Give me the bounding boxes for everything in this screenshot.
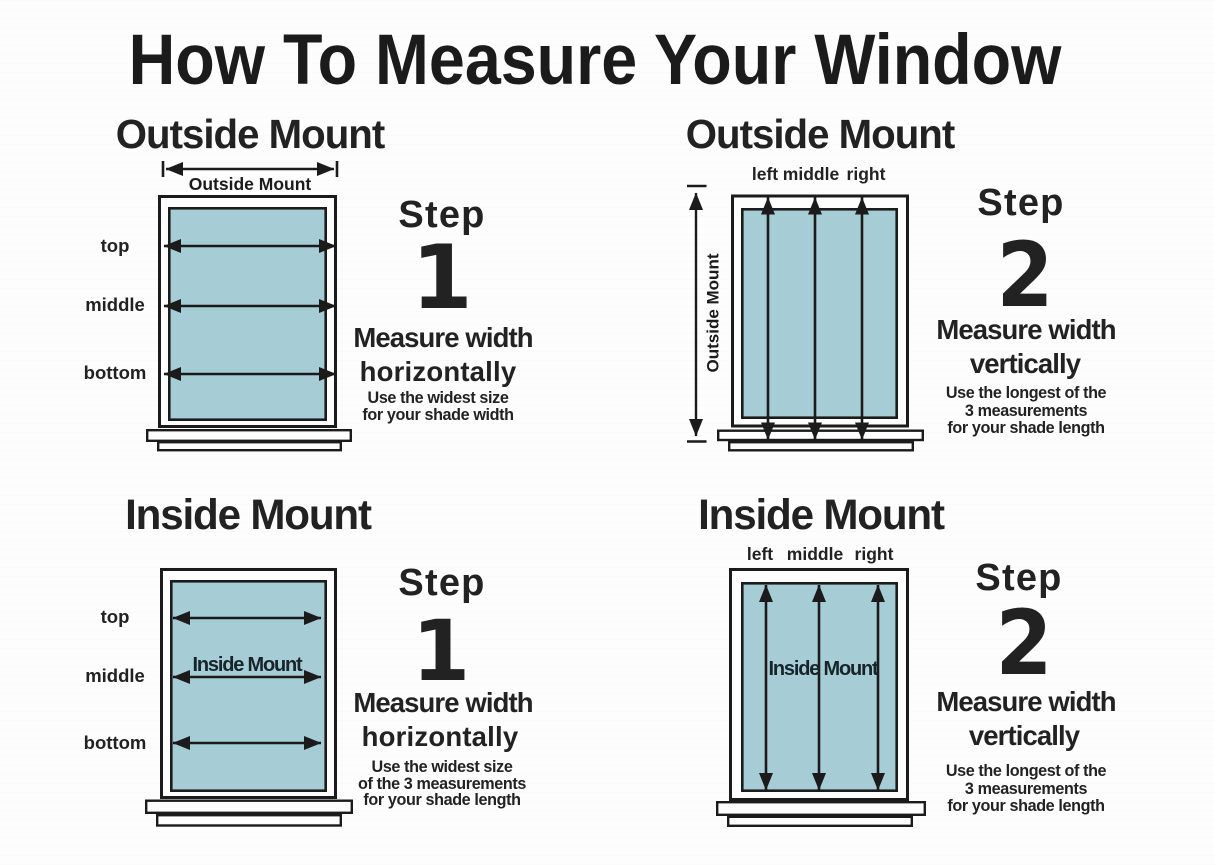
column-label-left: left xyxy=(746,544,774,564)
page-title: How To Measure Your Window xyxy=(128,21,1062,100)
step1-number: 1 xyxy=(411,226,473,329)
step1-note-line1: Use the widest size xyxy=(367,388,509,407)
window-sill-top xyxy=(144,799,354,815)
row-label-middle: middle xyxy=(85,294,145,315)
step1-note-line3: for your shade length xyxy=(363,790,521,809)
outside-mount-step2-heading: Outside Mount xyxy=(685,111,955,157)
step2-note-line2: 3 measurements xyxy=(964,778,1088,798)
inside-mount-step1-heading: Inside Mount xyxy=(125,491,372,539)
outside-mount-horizontal-diagram xyxy=(145,161,353,452)
inside-mount-glass-label: Inside Mount xyxy=(768,658,879,680)
row-label-middle: middle xyxy=(85,665,145,686)
step2-number: 2 xyxy=(995,591,1053,695)
outside-mount-width-dimension-label: Outside Mount xyxy=(188,174,312,194)
window-sill-bottom xyxy=(156,441,343,452)
step2-note: Use the longest of the 3 measurements fo… xyxy=(945,383,1107,437)
inside-mount-glass-label: Inside Mount xyxy=(192,654,303,676)
inside-mount-vertical-diagram xyxy=(716,568,927,827)
window-glass xyxy=(740,208,898,419)
step1-instruction-line2: horizontally xyxy=(359,356,517,387)
inside-mount-step2-heading: Inside Mount xyxy=(698,491,945,539)
step2-instruction-line1: Measure width xyxy=(936,314,1116,345)
step1-word: Step xyxy=(398,562,486,604)
window-sill-top xyxy=(717,429,925,442)
column-label-middle: middle xyxy=(786,544,844,564)
column-label-middle: middle xyxy=(782,164,840,184)
step2-instruction-line2: vertically xyxy=(968,720,1080,751)
window-sill-bottom xyxy=(728,441,915,452)
row-label-top: top xyxy=(100,606,130,627)
window-sill-top xyxy=(716,801,927,817)
column-label-right: right xyxy=(854,544,894,564)
window-sill-bottom xyxy=(727,815,914,827)
window-sill-bottom xyxy=(155,814,343,827)
column-label-left: left xyxy=(751,164,779,184)
step1-instruction-line1: Measure width xyxy=(353,322,533,353)
step2-note-line2: 3 measurements xyxy=(964,400,1088,420)
step2-instruction-line1: Measure width xyxy=(936,686,1116,717)
window-glass xyxy=(170,579,327,792)
step2-note-line1: Use the longest of the xyxy=(945,761,1107,780)
window-sill-top xyxy=(145,429,353,443)
step2-word: Step xyxy=(975,557,1063,599)
outside-mount-step1-heading: Outside Mount xyxy=(115,111,385,157)
step1-instruction-line2: horizontally xyxy=(361,721,519,752)
step1-word: Step xyxy=(398,194,486,236)
step2-note-line1: Use the longest of the xyxy=(945,383,1107,402)
step1-note-line2: for your shade width xyxy=(362,405,514,424)
step1-note: Use the widest size for your shade width xyxy=(362,388,514,424)
step1-note-line2: of the 3 measurements xyxy=(358,773,526,793)
step1-note: Use the widest size of the 3 measurement… xyxy=(358,757,526,809)
step2-note-line3: for your shade length xyxy=(947,418,1105,437)
step2-number: 2 xyxy=(996,223,1054,327)
step2-note: Use the longest of the 3 measurements fo… xyxy=(945,761,1107,815)
step2-instruction-line2: vertically xyxy=(969,348,1081,379)
step2-note-line3: for your shade length xyxy=(947,796,1105,815)
step1-note-line1: Use the widest size xyxy=(371,757,513,776)
inside-mount-horizontal-diagram xyxy=(144,568,354,827)
outside-mount-height-dimension-label: Outside Mount xyxy=(703,253,723,373)
column-label-right: right xyxy=(846,164,886,184)
row-label-bottom: bottom xyxy=(83,362,147,383)
outside-mount-vertical-diagram xyxy=(687,184,925,452)
row-label-top: top xyxy=(100,235,130,256)
row-label-bottom: bottom xyxy=(83,732,147,753)
window-glass xyxy=(168,207,327,421)
step2-word: Step xyxy=(977,182,1065,224)
step1-number: 1 xyxy=(411,602,471,700)
step1-instruction-line1: Measure width xyxy=(353,687,533,718)
